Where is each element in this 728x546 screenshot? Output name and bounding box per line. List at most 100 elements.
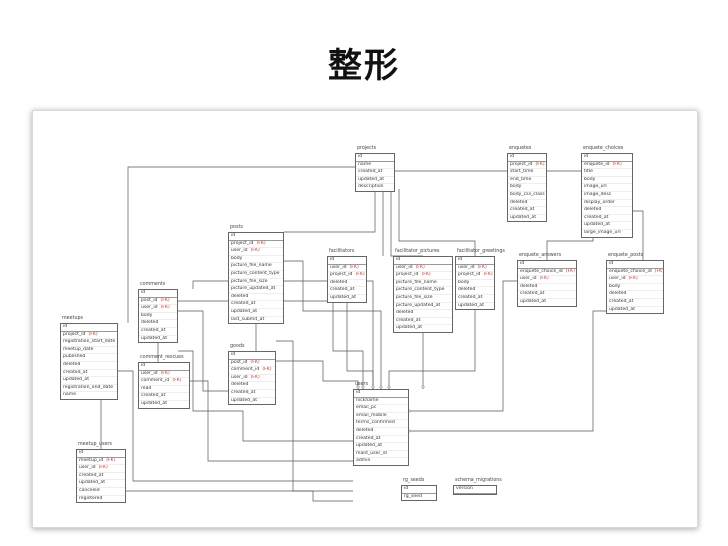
relationship-line xyxy=(284,260,382,389)
relationship-line xyxy=(276,340,353,492)
column-name: user_id xyxy=(520,276,537,282)
column-row: read xyxy=(139,386,189,394)
fk-marker: (FK) xyxy=(88,331,98,337)
column-name: user_id xyxy=(79,465,96,471)
fk-marker: (FK) xyxy=(160,305,170,311)
column-name: email_mobile xyxy=(356,412,387,418)
column-name: name xyxy=(63,392,77,398)
table-name: users xyxy=(355,382,368,387)
column-name: id xyxy=(330,257,335,262)
column-row: created_at xyxy=(354,436,408,444)
relationship-line xyxy=(192,280,228,289)
column-name: user_id xyxy=(231,248,248,254)
column-name: deleted xyxy=(396,310,414,316)
relationship-line xyxy=(346,296,374,389)
column-name: updated_at xyxy=(358,176,385,182)
column-name: created_at xyxy=(63,369,88,375)
column-name: project_id xyxy=(231,240,254,246)
relationship-line xyxy=(398,189,476,256)
relationship-marker xyxy=(387,385,391,389)
table-name: enquete_posts xyxy=(608,253,644,258)
table-name: comments xyxy=(140,282,166,287)
column-row: user_id(FK) xyxy=(77,465,125,473)
column-row: picture_file_name xyxy=(394,280,452,288)
column-row: id xyxy=(402,486,436,494)
column-name: created_at xyxy=(396,317,421,323)
column-row: updated_at xyxy=(77,480,125,488)
column-row: created_at xyxy=(61,370,117,378)
column-name: user_id xyxy=(396,264,413,270)
column-row: deleted xyxy=(518,284,576,292)
column-row: version xyxy=(454,486,496,494)
column-name: deleted xyxy=(510,199,528,205)
fk-marker: (FK) xyxy=(172,378,182,384)
column-row: id xyxy=(607,261,663,269)
column-row: image_url xyxy=(582,184,632,192)
column-name: picture_file_size xyxy=(396,294,433,300)
column-name: id xyxy=(510,154,515,159)
column-name: updated_at xyxy=(63,377,90,383)
column-name: user_id xyxy=(231,374,248,380)
column-row: id xyxy=(139,363,189,371)
column-row: meetup_id(FK) xyxy=(77,458,125,466)
column-name: id xyxy=(520,261,525,266)
column-name: registration_start_date xyxy=(63,339,116,345)
column-row: user_id(FK) xyxy=(518,276,576,284)
column-row: id xyxy=(61,324,117,332)
column-name: comment_id xyxy=(141,378,170,384)
column-name: id xyxy=(458,257,463,262)
column-name: created_at xyxy=(141,327,166,333)
fk-marker: (FK) xyxy=(477,264,487,270)
relationship-line xyxy=(390,189,423,257)
column-name: deleted xyxy=(231,382,249,388)
column-row: user_id(FK) xyxy=(328,265,366,273)
column-row: created_at xyxy=(356,169,394,177)
column-name: post_id xyxy=(141,297,158,303)
column-row: created_at xyxy=(518,291,576,299)
column-row: enquete_choice_id(FK) xyxy=(518,269,576,277)
column-name: picture_updated_at xyxy=(396,302,441,308)
relationship-marker xyxy=(379,385,383,389)
column-name: registered xyxy=(79,495,103,501)
column-name: created_at xyxy=(231,301,256,307)
column-row: id xyxy=(139,290,177,298)
fk-marker: (FK) xyxy=(250,359,260,365)
column-row: updated_at xyxy=(139,336,177,343)
fk-marker: (FK) xyxy=(256,240,266,246)
fk-marker: (FK) xyxy=(539,276,549,282)
column-row: user_id(FK) xyxy=(607,276,663,284)
column-name: picture_file_size xyxy=(231,278,268,284)
column-name: updated_at xyxy=(510,214,537,220)
table-name: enquete_choices xyxy=(583,146,624,151)
table-name: enquetes xyxy=(509,146,532,151)
relationship-line xyxy=(118,370,353,482)
relationship-marker xyxy=(421,385,425,389)
column-row: email_mobile xyxy=(354,413,408,421)
column-row: comment_id(FK) xyxy=(139,378,189,386)
column-name: deleted xyxy=(520,283,538,289)
column-row: body xyxy=(508,184,546,192)
column-row: deleted xyxy=(582,207,632,215)
fk-marker: (FK) xyxy=(628,276,638,282)
column-name: id xyxy=(231,352,236,357)
slide-title: 整形 xyxy=(328,46,400,86)
column-name: picture_content_type xyxy=(231,270,280,276)
column-row: mant_user_id xyxy=(354,451,408,459)
column-row: deleted xyxy=(61,362,117,370)
column-name: created_at xyxy=(231,389,256,395)
table-enquete-posts: enquete_postsidenquete_choice_id(FK)user… xyxy=(606,253,664,315)
column-row: user_id(FK) xyxy=(394,265,452,273)
column-name: updated_at xyxy=(520,298,547,304)
column-row: id xyxy=(518,261,576,269)
column-row: created_at xyxy=(77,473,125,481)
column-row: id xyxy=(456,257,494,265)
column-name: end_time xyxy=(510,176,532,182)
column-name: id xyxy=(609,261,614,266)
column-row: created_at xyxy=(456,295,494,303)
